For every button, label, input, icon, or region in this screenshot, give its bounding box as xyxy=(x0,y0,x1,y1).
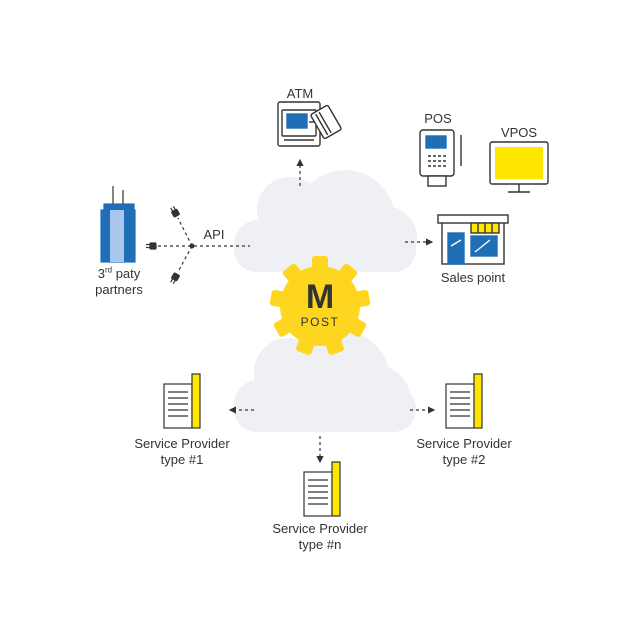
atm-icon xyxy=(277,101,342,147)
spn-line1: Service Provider xyxy=(272,521,368,536)
partners-label-num: 3 xyxy=(97,266,105,281)
sp1-line1: Service Provider xyxy=(134,436,230,451)
spn-line2: type #n xyxy=(298,537,342,552)
partners-label-line2: partners xyxy=(95,282,143,297)
upper-cloud xyxy=(234,170,417,272)
vpos-monitor-icon xyxy=(489,141,549,193)
pos-terminal-icon xyxy=(419,129,462,187)
vpos-label: VPOS xyxy=(500,125,538,140)
plug-icon xyxy=(146,206,180,284)
connectors xyxy=(158,158,436,464)
sales-point-label: Sales point xyxy=(440,270,506,285)
sp1-line2: type #1 xyxy=(160,452,204,467)
sp2-line2: type #2 xyxy=(442,452,486,467)
atm-label: ATM xyxy=(286,86,314,101)
mpost-gear-logo xyxy=(269,256,371,355)
lower-cloud xyxy=(234,330,416,432)
logo-letter: M xyxy=(305,278,335,316)
logo-word: POST xyxy=(300,315,340,329)
api-node xyxy=(189,243,195,249)
api-label: API xyxy=(203,227,225,242)
skyscraper-icon xyxy=(100,186,136,263)
partners-label-sup: rd xyxy=(104,265,113,275)
building-icon xyxy=(163,373,483,517)
pos-label: POS xyxy=(424,111,452,126)
shop-icon xyxy=(437,214,509,265)
partners-label-rest: paty xyxy=(112,266,141,281)
sp2-line1: Service Provider xyxy=(416,436,512,451)
